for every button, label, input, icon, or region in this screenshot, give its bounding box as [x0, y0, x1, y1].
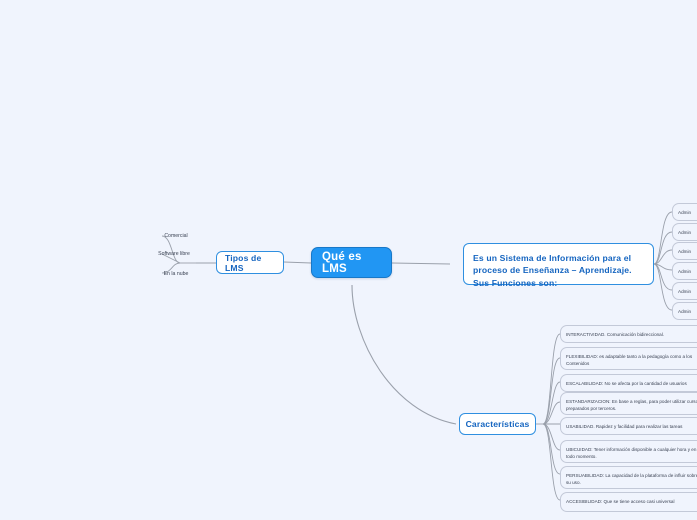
node-funcion-5-label: Admin: [678, 289, 692, 294]
node-caracteristica-5[interactable]: USABILIDAD. Rapidez y facilidad para rea…: [560, 417, 697, 435]
node-caracteristica-4[interactable]: ESTANDARIZACION: En base a reglas, para …: [560, 392, 697, 415]
node-caracteristica-6-label: UBICUIDAD: Tener información disponible …: [566, 447, 697, 460]
node-root-que-es-lms[interactable]: Qué es LMS: [311, 247, 392, 278]
node-caracteristica-1[interactable]: INTERACTIVIDAD. Comunicación bidireccion…: [560, 325, 697, 343]
leaf-comercial[interactable]: Comercial: [152, 230, 200, 242]
node-funcion-2[interactable]: Admin: [672, 223, 697, 241]
node-caracteristicas-label: Características: [465, 419, 530, 429]
node-root-label: Qué es LMS: [322, 250, 362, 275]
node-caracteristica-2-label: FLEXIBILIDAD: es adaptable tanto a la pe…: [566, 354, 693, 367]
node-caracteristica-8-label: ACCESIBILIDAD: Que se tiene acceso casi …: [566, 499, 675, 504]
node-funcion-6[interactable]: Admin: [672, 302, 697, 320]
leaf-en-la-nube-label: En la nube: [163, 271, 189, 277]
node-caracteristica-7-label: PERSUABILIDAD: La capacidad de la plataf…: [566, 473, 697, 486]
node-caracteristica-3-label: ESCALABILIDAD: No se afecta por la canti…: [566, 381, 687, 386]
node-funcion-1[interactable]: Admin: [672, 203, 697, 221]
node-caracteristica-3[interactable]: ESCALABILIDAD: No se afecta por la canti…: [560, 374, 697, 392]
node-definicion-label: Es un Sistema de Información para el pro…: [473, 253, 632, 288]
node-tipos-de-lms[interactable]: Tipos de LMS: [216, 251, 284, 274]
node-funcion-1-label: Admin: [678, 210, 692, 215]
node-definicion[interactable]: Es un Sistema de Información para el pro…: [463, 243, 654, 288]
node-funcion-6-label: Admin: [678, 309, 692, 314]
node-caracteristica-7[interactable]: PERSUABILIDAD: La capacidad de la plataf…: [560, 466, 697, 489]
node-caracteristicas[interactable]: Características: [459, 413, 536, 435]
node-funcion-4[interactable]: Admin: [672, 262, 697, 280]
leaf-en-la-nube[interactable]: En la nube: [150, 268, 202, 280]
node-funcion-3[interactable]: Admin: [672, 242, 697, 260]
leaf-software-libre-label: Software libre: [158, 251, 190, 257]
node-funcion-5[interactable]: Admin: [672, 282, 697, 300]
node-funcion-3-label: Admin: [678, 249, 692, 254]
node-caracteristica-1-label: INTERACTIVIDAD. Comunicación bidireccion…: [566, 332, 665, 337]
leaf-comercial-label: Comercial: [164, 233, 188, 239]
node-caracteristica-2[interactable]: FLEXIBILIDAD: es adaptable tanto a la pe…: [560, 347, 697, 370]
node-funcion-4-label: Admin: [678, 269, 692, 274]
node-caracteristica-6[interactable]: UBICUIDAD: Tener información disponible …: [560, 440, 697, 463]
node-caracteristica-8[interactable]: ACCESIBILIDAD: Que se tiene acceso casi …: [560, 492, 697, 512]
leaf-software-libre[interactable]: Software libre: [144, 248, 204, 260]
node-tipos-de-lms-label: Tipos de LMS: [225, 252, 262, 273]
node-caracteristica-4-label: ESTANDARIZACION: En base a reglas, para …: [566, 399, 697, 412]
node-funcion-2-label: Admin: [678, 230, 692, 235]
node-caracteristica-5-label: USABILIDAD. Rapidez y facilidad para rea…: [566, 424, 683, 429]
